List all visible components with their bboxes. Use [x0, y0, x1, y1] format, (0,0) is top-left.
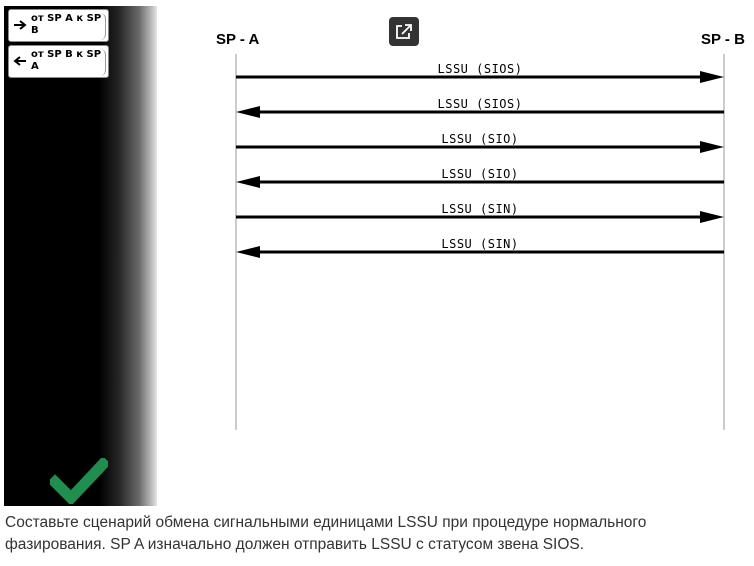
checkmark-icon[interactable]	[50, 458, 108, 504]
send-b-to-a-button[interactable]: от SP B к SP A	[8, 45, 109, 78]
sidebar-panel: от SP A к SP B от SP B к SP A	[4, 6, 157, 506]
message-arrow	[236, 211, 724, 223]
message-arrow	[236, 141, 724, 153]
message-label: LSSU (SIO)	[441, 167, 519, 181]
message-label: LSSU (SIO)	[441, 132, 519, 146]
message-label: LSSU (SIN)	[441, 202, 519, 216]
arrow-left-icon	[13, 56, 26, 66]
party-b-label: SP - B	[701, 31, 745, 48]
message-arrow	[236, 246, 724, 258]
button-edge	[99, 13, 106, 40]
message-label: LSSU (SIOS)	[437, 97, 523, 111]
message-arrow	[236, 176, 724, 188]
send-a-to-b-button[interactable]: от SP A к SP B	[8, 9, 109, 42]
party-a-label: SP - A	[216, 31, 260, 48]
message-label: LSSU (SIOS)	[437, 62, 523, 76]
message-arrow	[236, 106, 724, 118]
send-a-to-b-label: от SP A к SP B	[31, 13, 102, 36]
task-instructions: Составьте сценарий обмена сигнальными ед…	[5, 514, 647, 553]
open-external-icon	[396, 24, 412, 39]
open-external-button[interactable]	[389, 17, 419, 46]
message-arrow	[236, 71, 724, 83]
message-label: LSSU (SIN)	[441, 237, 519, 251]
send-b-to-a-label: от SP B к SP A	[31, 49, 102, 72]
arrow-right-icon	[14, 20, 27, 30]
button-edge	[99, 49, 106, 76]
